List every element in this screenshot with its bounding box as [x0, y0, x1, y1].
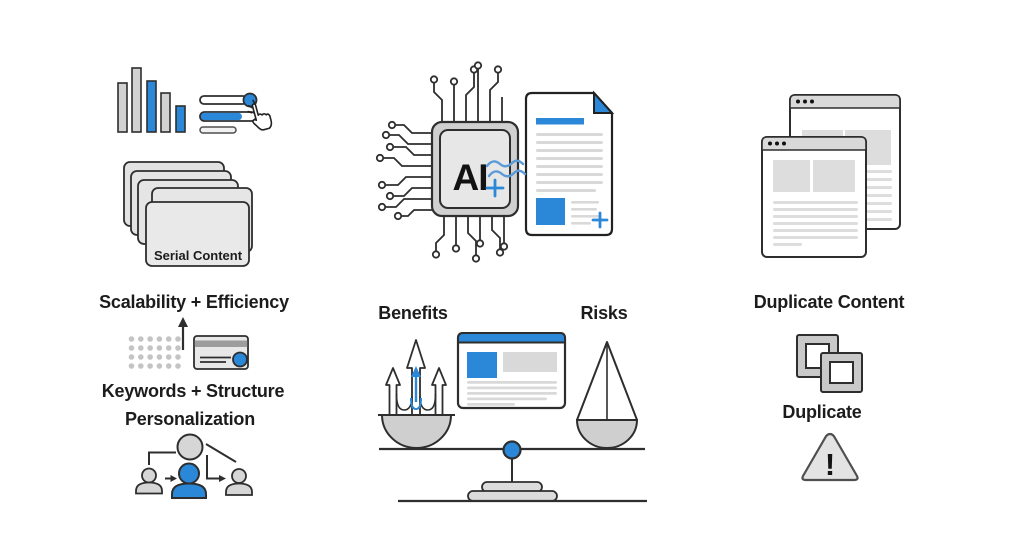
plus-icon	[485, 178, 505, 198]
personalization-label: Personalization	[124, 409, 256, 429]
ai-chip-label: AI	[453, 157, 488, 198]
click-cursor-icon	[247, 99, 273, 131]
benefits-label: Benefits	[378, 303, 448, 323]
keywords-label: Keywords + Structure	[101, 381, 285, 401]
search-result-bars-icon	[199, 92, 258, 134]
people-network-icon	[135, 433, 253, 499]
keyboard-dots-icon	[128, 317, 249, 370]
risks-label: Risks	[580, 303, 628, 323]
warning-triangle-icon: !	[801, 432, 859, 482]
duplicate-content-label: Duplicate Content	[753, 292, 905, 312]
serial-content-label: Serial Content	[154, 248, 243, 263]
warning-exclamation: !	[825, 447, 835, 482]
webpage-card-icon	[456, 332, 567, 410]
card-icon	[193, 335, 249, 370]
duplicate-windows-icon	[761, 94, 901, 258]
duplicate-label: Duplicate	[782, 402, 862, 422]
scalability-label: Scalability + Efficiency	[99, 292, 289, 312]
bar-chart-icon	[117, 67, 273, 134]
ai-chip-icon: AI	[375, 61, 615, 263]
stacked-cards-icon: Serial Content	[123, 161, 253, 267]
up-arrow-icon	[178, 317, 188, 350]
growth-arrows-icon	[385, 339, 447, 416]
duplicate-squares-icon	[796, 334, 863, 393]
balance-scale-icon	[378, 332, 647, 503]
squiggle-icon	[485, 159, 527, 178]
document-icon	[524, 90, 615, 237]
